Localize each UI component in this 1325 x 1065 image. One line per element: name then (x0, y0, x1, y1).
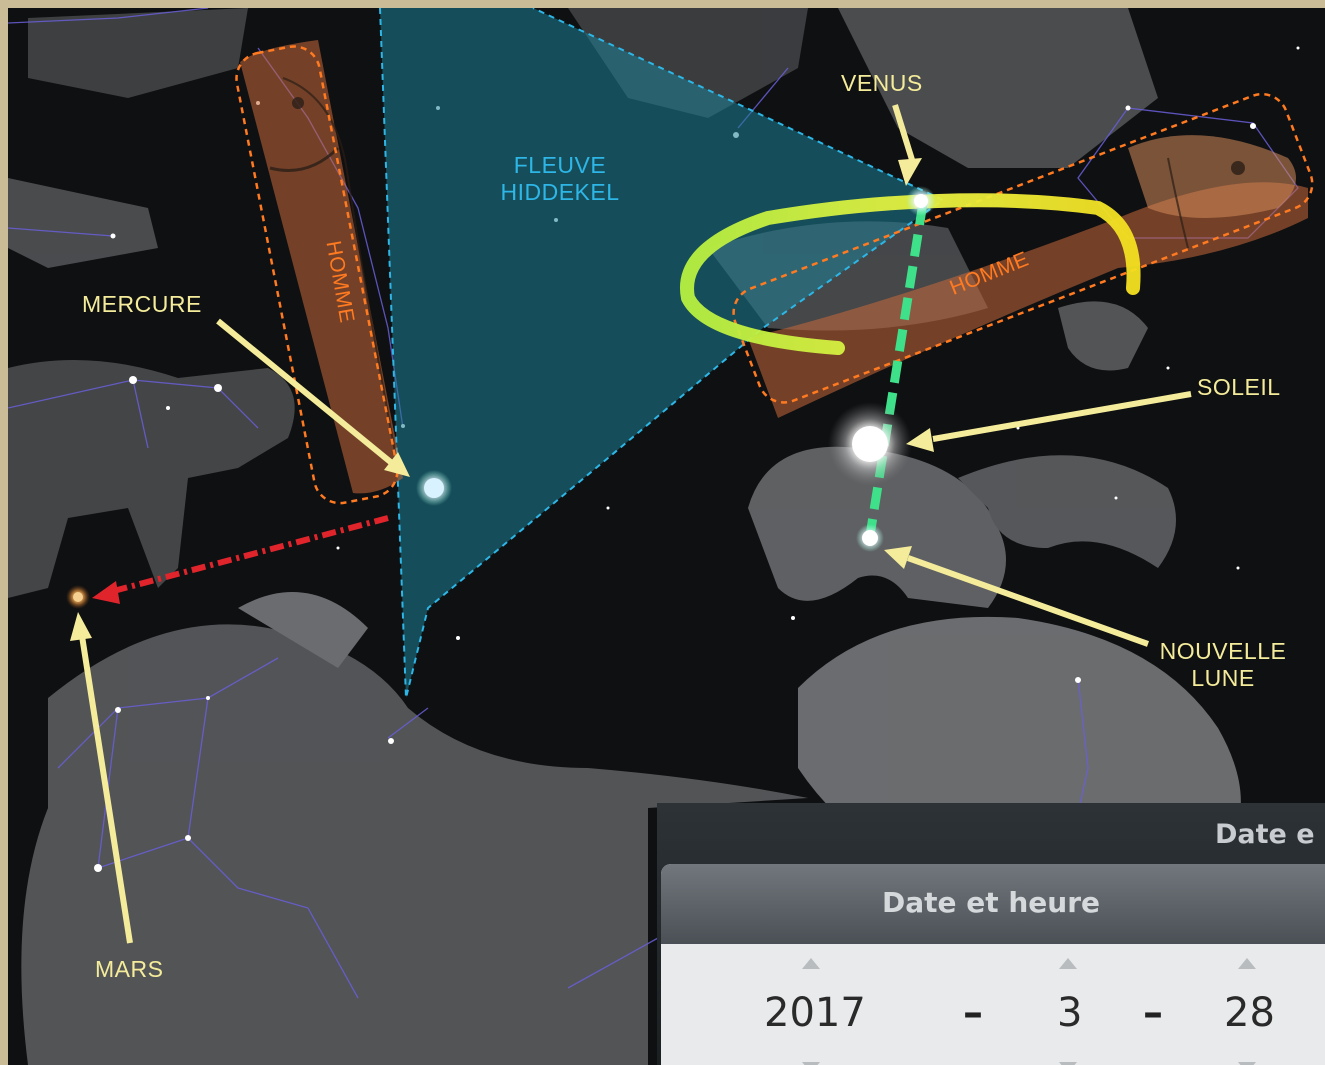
date-panel-header[interactable]: Date et heure (661, 864, 1325, 944)
fleuve-label-line2: HIDDEKEL (500, 179, 620, 205)
date-panel-title: Date et heure (881, 886, 1101, 919)
fleuve-label-line1: FLEUVE (513, 152, 607, 178)
month-field[interactable]: 3 (1057, 990, 1083, 1036)
date-panel-back-title: Date e (1215, 819, 1315, 850)
venus-label: VENUS (841, 70, 923, 96)
venus-retrograde-loop (680, 193, 1141, 355)
mars-label: MARS (95, 956, 164, 982)
mars-red-arrow (92, 515, 389, 604)
fleuve-hiddekel-region (380, 8, 943, 698)
month-increment-arrow[interactable] (1059, 958, 1077, 969)
year-increment-arrow[interactable] (802, 958, 820, 969)
nouvelle-lune-line2: LUNE (1191, 665, 1255, 691)
soleil-label: SOLEIL (1197, 374, 1281, 400)
homme-left-figure (235, 40, 403, 505)
date-separator-2: – (1143, 990, 1163, 1036)
nouvelle-lune-label: NOUVELLE LUNE (1148, 638, 1298, 692)
date-separator-1: – (963, 990, 983, 1036)
sky-map-view[interactable]: VENUS FLEUVE HIDDEKEL MERCURE SOLEIL NOU… (8, 8, 1325, 1065)
sky-chart (8, 8, 1314, 1065)
day-decrement-arrow[interactable] (1238, 1062, 1256, 1065)
month-decrement-arrow[interactable] (1059, 1062, 1077, 1065)
year-field[interactable]: 2017 (764, 990, 866, 1036)
nouvelle-lune-line1: NOUVELLE (1159, 638, 1287, 664)
fleuve-hiddekel-border (379, 8, 945, 699)
day-field[interactable]: 28 (1224, 990, 1275, 1036)
year-decrement-arrow[interactable] (802, 1062, 820, 1065)
date-time-panel[interactable]: Date et heure 2017 – 3 – 28 (661, 864, 1325, 1065)
annotation-arrows (70, 104, 1192, 944)
fleuve-hiddekel-label: FLEUVE HIDDEKEL (490, 152, 630, 206)
day-increment-arrow[interactable] (1238, 958, 1256, 969)
mercure-label: MERCURE (82, 291, 202, 317)
homme-right-figure (732, 92, 1314, 418)
alignment-dashed-line (863, 202, 928, 549)
